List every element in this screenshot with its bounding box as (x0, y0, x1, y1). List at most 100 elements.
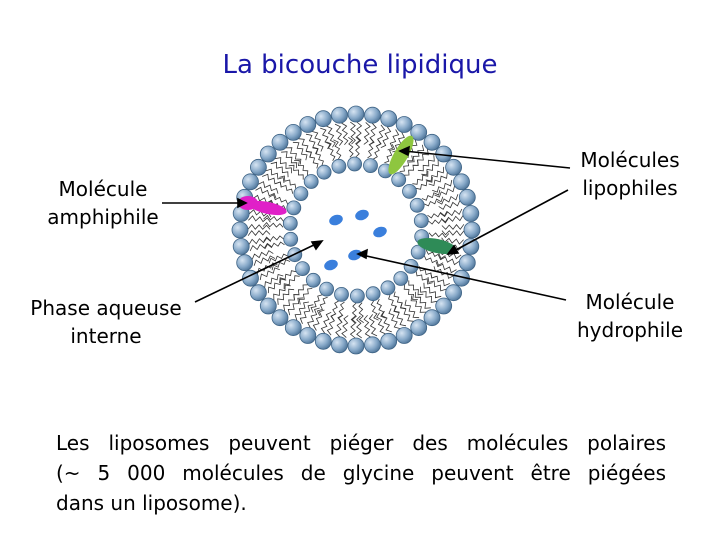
inner-lipid-tail (427, 210, 448, 219)
outer-lipid-tail (388, 308, 401, 329)
outer-lipid-tail (427, 276, 447, 292)
outer-lipid-head (458, 254, 476, 272)
outer-lipid-tail (437, 254, 460, 266)
arrowhead-lipophile-2 (446, 244, 460, 255)
inner-lipid-head (413, 213, 429, 229)
arrowhead-hydrophile (356, 248, 368, 260)
outer-lipid-head (249, 158, 267, 176)
inner-lipid-head (409, 197, 425, 213)
inner-lipid-head (349, 288, 365, 304)
outer-lipid-tail (259, 267, 280, 281)
outer-lipid-tail (417, 155, 435, 172)
outer-lipid-tail (312, 309, 325, 331)
outer-lipid-head (347, 105, 365, 123)
outer-lipid-head (462, 238, 480, 255)
outer-lipid-head (380, 332, 398, 350)
inner-lipid-head (295, 261, 310, 277)
outer-lipid-tail (299, 304, 314, 324)
outer-lipid-tail (356, 315, 362, 339)
inner-lipid-tail (404, 160, 419, 176)
inner-lipid-head (331, 158, 347, 174)
outer-lipid-head (445, 284, 463, 302)
inner-lipid-head (283, 231, 299, 247)
outer-lipid-tail (248, 215, 271, 223)
outer-lipid-tail (283, 294, 300, 312)
label-amphiphile-line2: amphiphile (47, 205, 159, 229)
outer-lipid-tail (334, 123, 344, 146)
outer-lipid-tail (251, 250, 274, 260)
lipophile-molecule-darkgreen (417, 237, 457, 255)
inner-lipid-head (393, 271, 409, 286)
outer-lipid-tail (335, 314, 344, 338)
label-amphiphile: Molécule amphiphile (18, 175, 188, 231)
outer-lipid-tail (376, 312, 386, 335)
inner-lipid-tail (421, 189, 441, 201)
inner-lipid-tail (428, 218, 449, 225)
outer-lipid-tail (420, 286, 438, 303)
outer-lipid-tail (440, 215, 464, 223)
outer-lipid-tail (428, 172, 448, 187)
inner-lipid-tail (418, 266, 437, 279)
outer-lipid-head (284, 319, 302, 337)
inner-lipid-tail (316, 296, 328, 316)
inner-lipid-heads (282, 156, 430, 304)
outer-lipid-tail (341, 122, 349, 146)
outer-lipid-tail (294, 301, 310, 321)
inner-lipid-head (365, 286, 381, 302)
outer-lipid-tail (305, 133, 319, 154)
inner-lipid-head (305, 272, 321, 288)
outer-lipid-head (271, 133, 289, 151)
caption-line3: dans un liposome). (56, 491, 247, 515)
outer-lipid-head (259, 297, 277, 315)
arrowhead-amphiphile (237, 197, 248, 209)
inner-lipid-head (391, 172, 407, 188)
outer-lipid-tail (257, 262, 278, 275)
inner-lipid-head (402, 183, 417, 199)
inner-lipid-tail (355, 136, 361, 158)
inner-lipid-head (410, 244, 426, 260)
outer-lipid-tail (380, 126, 392, 149)
inner-lipid-tail (424, 196, 444, 207)
outer-lipid-head (314, 332, 332, 350)
outer-lipid-head (423, 133, 441, 151)
inner-lipid-tail (358, 302, 364, 324)
inner-lipid-tail (268, 253, 288, 264)
inner-lipid-tail (279, 175, 297, 189)
label-hydrophile: Molécule hydrophile (560, 288, 700, 344)
outer-lipid-tail (381, 310, 392, 333)
outer-lipid-tail (430, 272, 450, 287)
inner-lipid-tail (275, 181, 294, 194)
inner-lipid-tail (262, 221, 284, 228)
inner-lipid-tail (403, 284, 418, 300)
inner-lipid-tail (264, 241, 285, 250)
outer-lipid-head (259, 145, 277, 163)
outer-lipid-tail (274, 157, 292, 174)
lipophile-molecule-green (388, 135, 414, 175)
caption-line2: (~ 5 000 molécules de glycine peuvent êt… (56, 461, 666, 485)
inner-lipid-head (347, 156, 363, 172)
outer-lipid-tail (267, 278, 287, 294)
outer-lipid-tail (349, 315, 356, 339)
outer-lipid-head (453, 173, 470, 191)
lipid-tails (247, 121, 465, 339)
outer-lipid-head (380, 110, 398, 128)
label-hydrophile-line1: Molécule (585, 290, 675, 314)
inner-lipid-tail (326, 141, 336, 161)
inner-lipid-tail (266, 200, 287, 211)
outer-lipid-tail (281, 151, 298, 169)
inner-lipid-head (334, 286, 349, 302)
outer-lipid-tail (436, 194, 459, 205)
outer-lipid-tail (438, 200, 461, 210)
inner-lipid-tail (310, 294, 323, 313)
outer-lipid-tail (421, 159, 439, 176)
outer-lipid-tail (393, 306, 407, 327)
inner-lipid-tail (298, 288, 313, 305)
outer-lipid-tail (320, 127, 331, 150)
outer-lipid-head (364, 336, 381, 354)
inner-lipid-tail (348, 136, 354, 158)
label-lipophiles-line1: Molécules (580, 148, 680, 172)
outer-lipid-head (249, 284, 267, 302)
outer-lipid-tail (262, 173, 282, 188)
outer-lipid-tail (350, 121, 356, 145)
